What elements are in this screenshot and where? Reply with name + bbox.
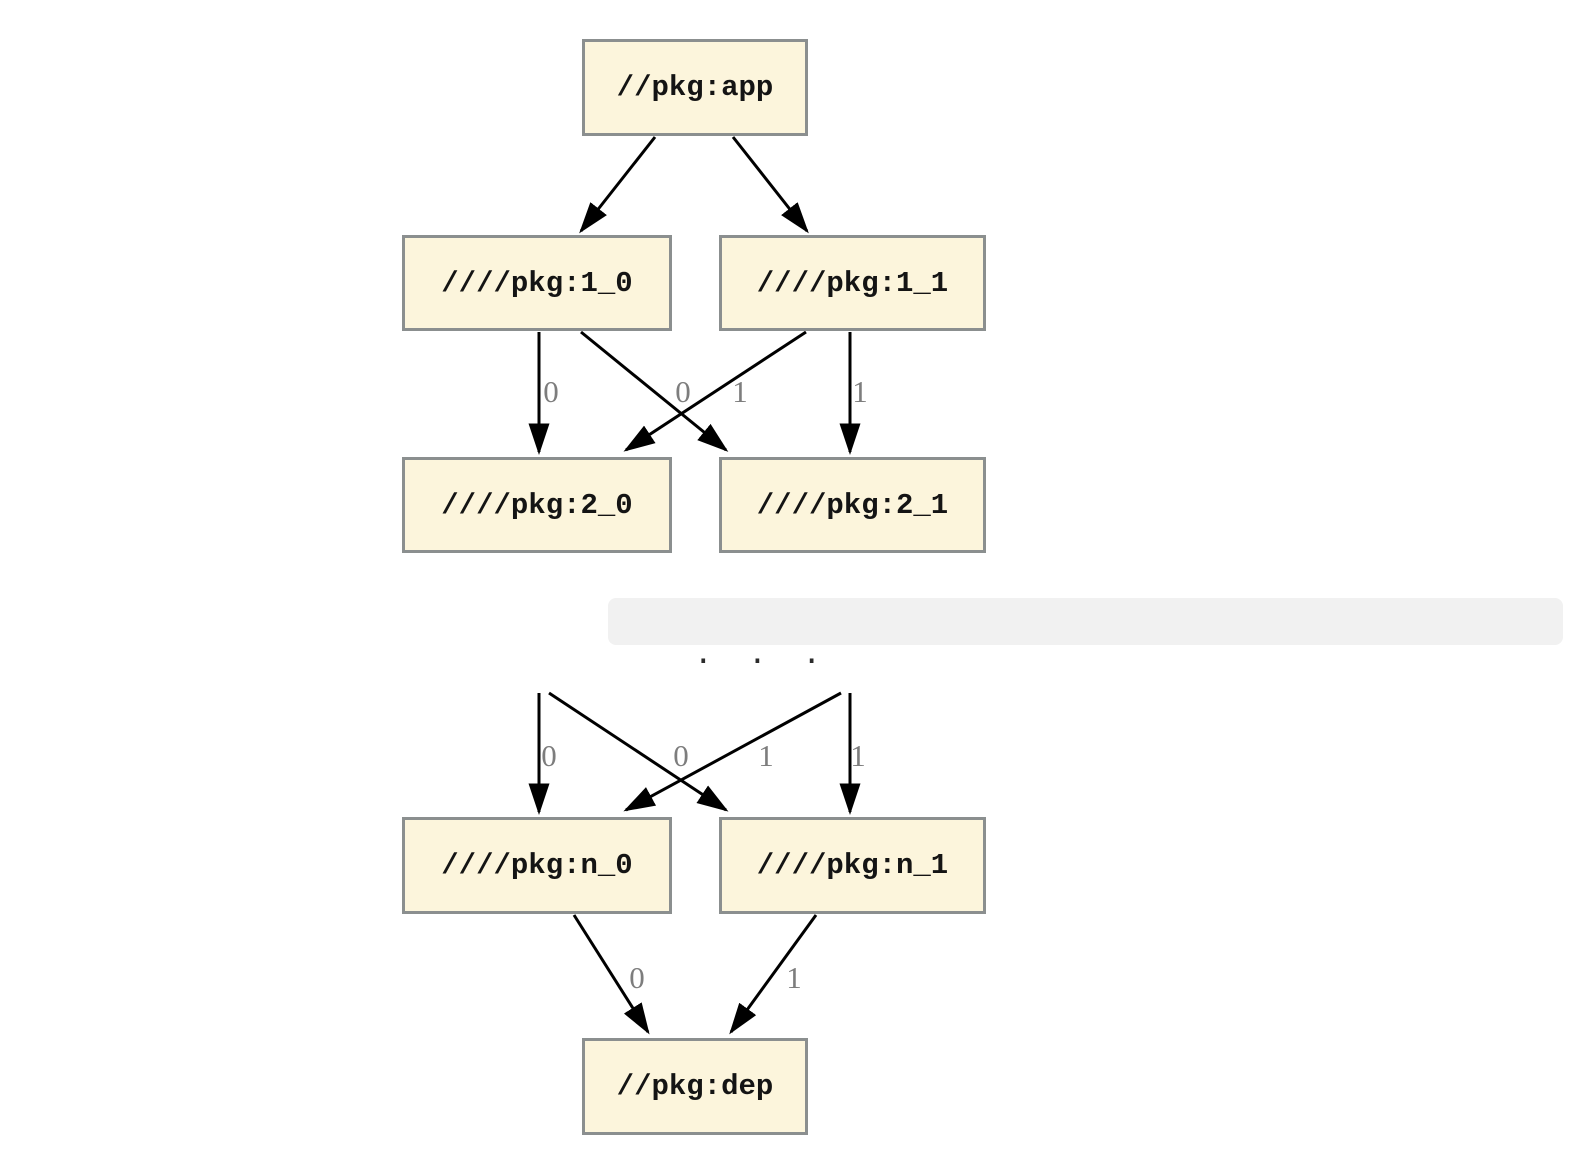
edge-app-to-pkg1-0 [579, 136, 657, 234]
edge-label: 1 [852, 374, 868, 409]
node-pkg2-0-label: ////pkg:2_0 [441, 488, 633, 522]
edge-pkgn-1-to-dep [729, 914, 818, 1035]
ellipsis-band: . . . [608, 598, 1563, 669]
node-pkg1-1: ////pkg:1_1 [719, 235, 986, 331]
node-pkg1-0-label: ////pkg:1_0 [441, 266, 633, 300]
edge-label: 1 [786, 960, 802, 995]
edge-label: 0 [541, 738, 557, 773]
edge-label: 1 [758, 738, 774, 773]
edge-label: 0 [673, 738, 689, 773]
edge-pkgn-0-to-dep [572, 914, 650, 1035]
node-pkg1-1-label: ////pkg:1_1 [756, 266, 949, 300]
edge-prev-to-pkgn-0-diagonal [623, 691, 842, 812]
edge-label: 0 [675, 374, 691, 409]
node-pkgn-0: ////pkg:n_0 [402, 817, 672, 914]
edge-app-to-pkg1-1 [731, 136, 809, 234]
node-pkgn-0-label: ////pkg:n_0 [441, 849, 633, 882]
edge-label: 0 [543, 374, 559, 409]
edge-prev-to-pkgn-1-diagonal [548, 691, 729, 812]
node-app: //pkg:app [582, 39, 808, 136]
node-dep: //pkg:dep [582, 1038, 808, 1135]
node-pkg2-1: ////pkg:2_1 [719, 457, 986, 553]
edge-label: 1 [850, 738, 866, 773]
node-pkg1-0: ////pkg:1_0 [402, 235, 672, 331]
node-pkg2-1-label: ////pkg:2_1 [756, 488, 949, 522]
ellipsis-text: . . . [694, 636, 821, 671]
node-dep-label: //pkg:dep [616, 1070, 774, 1103]
edge-label: 1 [732, 374, 748, 409]
node-app-label: //pkg:app [616, 71, 774, 104]
edge-pkg1-1-to-pkg2-0 [623, 330, 807, 452]
node-pkgn-1: ////pkg:n_1 [719, 817, 986, 914]
edge-pkg1-0-to-pkg2-1 [580, 330, 729, 452]
node-pkg2-0: ////pkg:2_0 [402, 457, 672, 553]
node-pkgn-1-label: ////pkg:n_1 [756, 849, 949, 882]
edge-label: 0 [629, 960, 645, 995]
